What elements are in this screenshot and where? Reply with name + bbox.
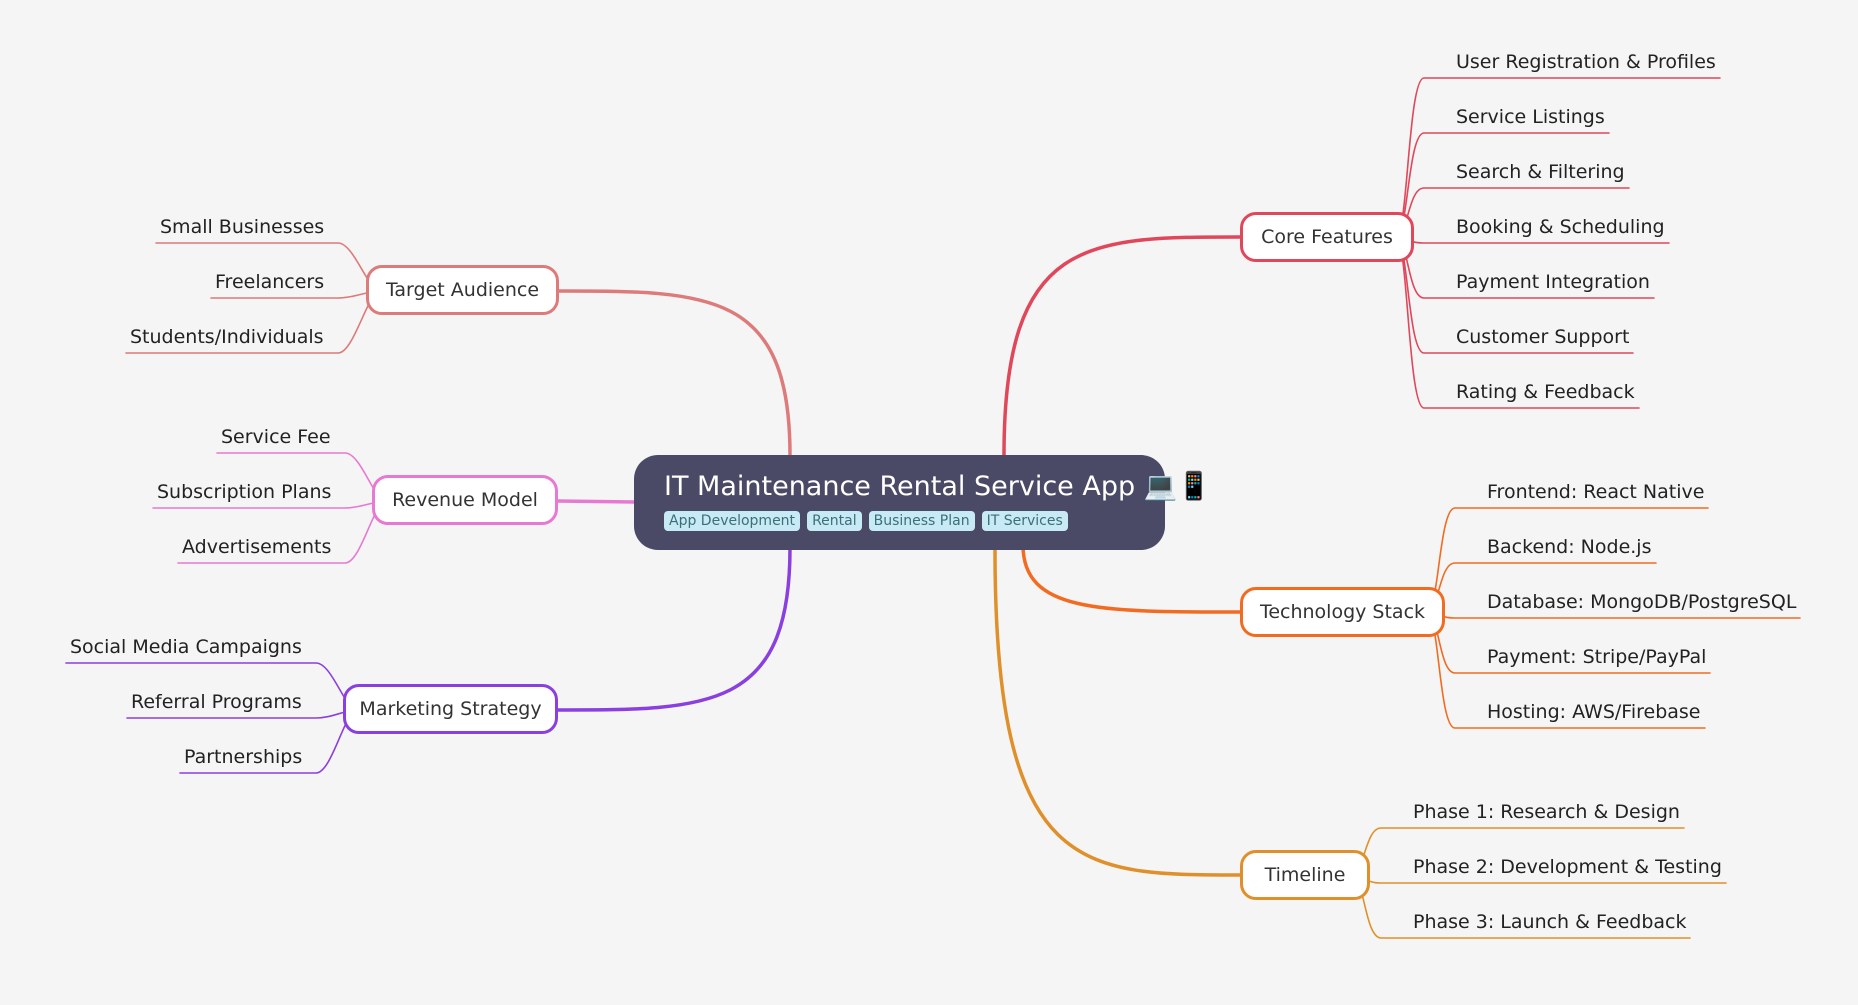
- leaf-partnerships[interactable]: Partnerships: [184, 746, 303, 768]
- branch-technology-stack[interactable]: Technology Stack: [1240, 587, 1445, 637]
- leaf-booking-scheduling[interactable]: Booking & Scheduling: [1456, 216, 1665, 238]
- connector-revenue_model: [556, 499, 636, 504]
- leaf-freelancers[interactable]: Freelancers: [215, 271, 325, 293]
- leaf-phase-1[interactable]: Phase 1: Research & Design: [1413, 801, 1680, 823]
- leaf-rating-feedback[interactable]: Rating & Feedback: [1456, 381, 1635, 403]
- branch-timeline[interactable]: Timeline: [1240, 850, 1370, 900]
- leaf-backend[interactable]: Backend: Node.js: [1487, 536, 1652, 558]
- leaf-service-fee[interactable]: Service Fee: [221, 426, 331, 448]
- leaf-user-registration[interactable]: User Registration & Profiles: [1456, 51, 1716, 73]
- leaf-social-media-campaigns[interactable]: Social Media Campaigns: [70, 636, 302, 658]
- tag-app-development[interactable]: App Development: [664, 511, 801, 532]
- central-topic[interactable]: IT Maintenance Rental Service App 💻📱 App…: [634, 455, 1211, 550]
- leaf-hosting[interactable]: Hosting: AWS/Firebase: [1487, 701, 1701, 723]
- leaf-referral-programs[interactable]: Referral Programs: [131, 691, 302, 713]
- leaf-frontend[interactable]: Frontend: React Native: [1487, 481, 1705, 503]
- leaf-payment-provider[interactable]: Payment: Stripe/PayPal: [1487, 646, 1707, 668]
- branch-core-features[interactable]: Core Features: [1240, 212, 1414, 262]
- connector-marketing_strategy: [556, 546, 792, 712]
- branch-revenue-model[interactable]: Revenue Model: [372, 475, 558, 525]
- tag-rental[interactable]: Rental: [807, 511, 862, 532]
- leaf-search-filtering[interactable]: Search & Filtering: [1456, 161, 1625, 183]
- leaf-customer-support[interactable]: Customer Support: [1456, 326, 1630, 348]
- connector-core_features: [1002, 235, 1242, 457]
- connector-technology_stack: [1021, 543, 1242, 614]
- leaf-small-businesses[interactable]: Small Businesses: [160, 216, 325, 238]
- connector-target_audience: [557, 289, 792, 457]
- tag-it-services[interactable]: IT Services: [981, 511, 1068, 532]
- leaf-phase-3[interactable]: Phase 3: Launch & Feedback: [1413, 911, 1687, 933]
- leaf-subscription-plans[interactable]: Subscription Plans: [157, 481, 332, 503]
- connector-timeline: [993, 548, 1242, 877]
- leaf-database[interactable]: Database: MongoDB/PostgreSQL: [1487, 591, 1797, 613]
- leaf-service-listings[interactable]: Service Listings: [1456, 106, 1605, 128]
- tag-business-plan[interactable]: Business Plan: [868, 511, 975, 532]
- tag-list: App Development Rental Business Plan IT …: [664, 511, 1135, 532]
- leaf-advertisements[interactable]: Advertisements: [182, 536, 332, 558]
- leaf-students-individuals[interactable]: Students/Individuals: [130, 326, 324, 348]
- leaf-connector-core_features-0: [1395, 77, 1721, 238]
- branch-marketing-strategy[interactable]: Marketing Strategy: [343, 684, 558, 734]
- central-topic-title: IT Maintenance Rental Service App 💻📱: [664, 471, 1211, 502]
- leaf-phase-2[interactable]: Phase 2: Development & Testing: [1413, 856, 1722, 878]
- branch-target-audience[interactable]: Target Audience: [366, 265, 559, 315]
- leaf-payment-integration[interactable]: Payment Integration: [1456, 271, 1650, 293]
